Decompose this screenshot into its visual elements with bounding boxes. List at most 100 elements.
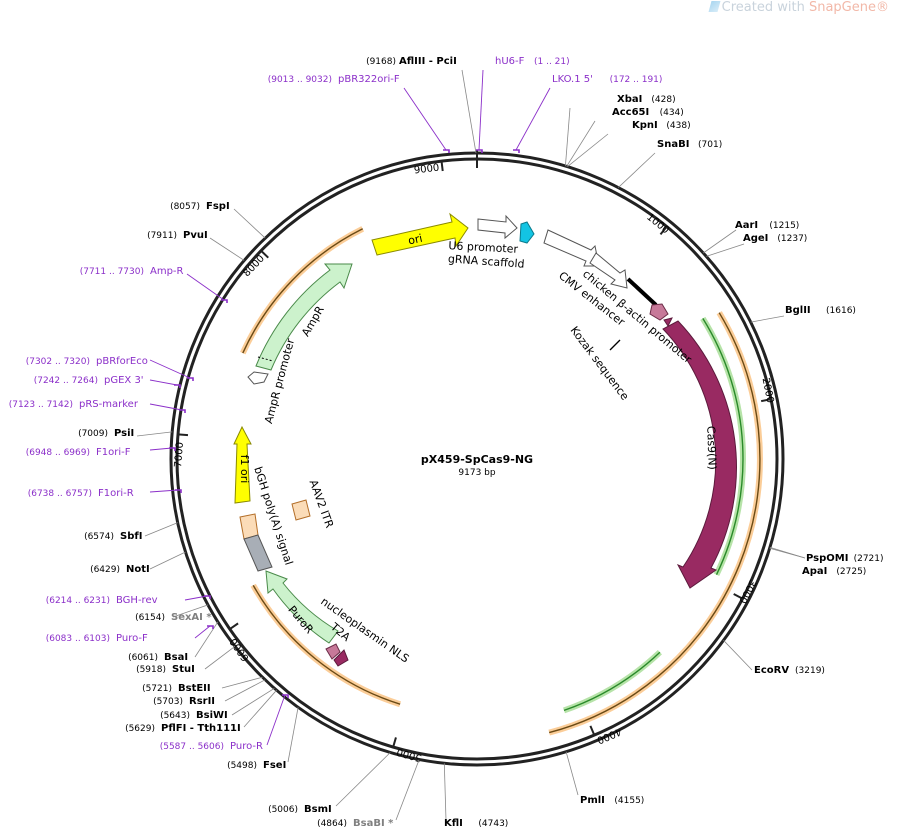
site-snabi[interactable]: SnaBI(701): [618, 139, 722, 188]
primer-name: hU6-F: [495, 56, 525, 67]
primer-marker: [204, 595, 211, 599]
primer-f1ori-f[interactable]: F1ori-F(6948 .. 6969): [26, 447, 176, 458]
site-leader-line: [243, 689, 277, 728]
watermark-brand: SnapGene: [808, 0, 876, 15]
primer-range: (6083 .. 6103): [46, 634, 110, 644]
site-pmli[interactable]: PmlI(4155): [565, 751, 644, 806]
primer-marker: [513, 149, 520, 153]
cas9-orf-arc: [549, 312, 761, 734]
site-leader-line: [706, 243, 745, 257]
primer-leader-line: [149, 379, 178, 386]
site-position: (2721): [854, 554, 884, 564]
site-aari[interactable]: AarI(1215): [703, 220, 799, 254]
site-position: (6061): [128, 653, 158, 663]
site-sbfi[interactable]: SbfI(6574): [84, 522, 178, 542]
ampr-promoter-dashes: [257, 356, 274, 362]
primer-puro-r[interactable]: Puro-R(5587 .. 5606): [160, 694, 289, 752]
site-stui[interactable]: StuI(5918): [136, 645, 236, 675]
site-bsteii[interactable]: BstEII(5721): [142, 676, 263, 694]
site-fsei[interactable]: FseI(5498): [227, 707, 299, 771]
primer-leader-line: [149, 403, 183, 411]
site-pspomi[interactable]: PspOMI(2721): [769, 547, 884, 564]
t2a-feature: [325, 643, 341, 660]
site-agei[interactable]: AgeI(1237): [706, 233, 807, 257]
site-position: (9168): [366, 57, 396, 67]
site-position: (5498): [227, 761, 257, 771]
amp-orf-arc: [242, 228, 364, 354]
tick-label-7000: 7000: [173, 442, 186, 468]
nls-feature-bottom: [333, 649, 349, 667]
site-position: (5629): [125, 724, 155, 734]
site-position: (434): [660, 108, 684, 118]
primer-puro-f[interactable]: Puro-F(6083 .. 6103): [46, 625, 214, 644]
primer-name: LKO.1 5': [552, 74, 593, 85]
primer-amp-r[interactable]: Amp-R(7711 .. 7730): [80, 266, 228, 303]
site-layer: (9168)AflIII - PciIXbaI(428)Acc65I(434)K…: [9, 56, 884, 829]
site-kfli[interactable]: KflI(4743): [443, 763, 508, 829]
primer-prs-marker[interactable]: pRS-marker(7123 .. 7142): [9, 399, 186, 413]
site-position: (5643): [160, 711, 190, 721]
site-position: (6429): [90, 565, 120, 575]
primer-marker: [282, 694, 289, 698]
primer-pbrforeco[interactable]: pBRforEco(7302 .. 7320): [26, 356, 194, 381]
primer-marker: [221, 299, 228, 303]
site-name: PvuI: [183, 230, 208, 241]
site-fspi[interactable]: FspI(8057): [170, 201, 266, 239]
site-leader-line: [287, 707, 299, 763]
site-leader-line: [144, 522, 178, 537]
watermark-prefix: Created with: [721, 0, 809, 15]
site-name: SexAI *: [171, 612, 212, 623]
site-leader-line: [461, 69, 477, 154]
site-noti[interactable]: NotI(6429): [90, 551, 186, 575]
primer-range: (6214 .. 6231): [46, 596, 110, 606]
site-psii[interactable]: PsiI(7009): [78, 428, 173, 439]
site-leader-line: [221, 676, 263, 689]
site-leader-line: [750, 315, 785, 323]
orf-layer: [240, 226, 763, 736]
tick-label-3000: 3000: [736, 577, 758, 605]
site-acc65i[interactable]: Acc65I(434): [566, 107, 684, 167]
tick-mark-9000: [440, 160, 444, 172]
site-name: BsaI: [164, 652, 188, 663]
site-pflfi-tth111i[interactable]: PflFI - Tth111I(5629): [125, 689, 277, 734]
site-leader-line: [723, 640, 753, 671]
site-name: BsmI: [304, 804, 332, 815]
site-name: KpnI: [632, 120, 658, 131]
site-ecorv[interactable]: EcoRV(3219): [723, 640, 825, 676]
primer-pgex-3-[interactable]: pGEX 3'(7242 .. 7264): [34, 375, 181, 388]
f1-ori-feature: [233, 425, 252, 504]
primer-bgh-rev[interactable]: BGH-rev(6214 .. 6231): [46, 595, 211, 606]
site-xbai[interactable]: XbaI(428): [565, 94, 676, 167]
site-sexai[interactable]: SexAI *(6154): [135, 604, 212, 623]
site-kpni[interactable]: KpnI (438): [567, 120, 691, 168]
site-rsrii[interactable]: RsrII(5703): [153, 679, 266, 707]
primer-pbr322ori-f[interactable]: pBR322ori-F(9013 .. 9032): [268, 74, 450, 153]
site-position: (438): [666, 121, 690, 131]
primer-name: pBRforEco: [96, 356, 148, 367]
site-bsai[interactable]: BsaI (6061): [128, 621, 219, 663]
site-name: SbfI: [120, 531, 142, 542]
primer-lko-1-5-[interactable]: LKO.1 5'(172 .. 191): [513, 74, 662, 153]
site-pvui[interactable]: PvuI(7911): [147, 230, 245, 261]
site-bsiwi[interactable]: BsiWI(5643): [160, 687, 275, 721]
primer-hu6-f[interactable]: hU6-F(1 .. 21): [476, 56, 570, 153]
site-afliii-pcii[interactable]: (9168)AflIII - PciI: [366, 56, 477, 154]
primer-marker: [179, 409, 186, 413]
site-bglii[interactable]: BglII(1616): [750, 305, 856, 323]
site-bsmi[interactable]: BsmI(5006): [268, 752, 391, 816]
u6-promoter-feature: [477, 214, 518, 240]
kozak-sequence-label: Kozak sequence: [568, 324, 632, 403]
plasmid-name: pX459-SpCas9-NG: [421, 453, 533, 466]
site-position: (428): [651, 95, 675, 105]
site-leader-line: [194, 621, 219, 658]
primer-leader-line: [403, 87, 447, 151]
site-apai[interactable]: ApaI(2725): [769, 547, 867, 577]
ampr-promoter-feature: [247, 371, 269, 385]
primer-marker: [169, 447, 176, 451]
green-orf-arc-2: [563, 651, 661, 712]
primer-marker: [476, 149, 483, 153]
primer-range: (7123 .. 7142): [9, 400, 73, 410]
primer-f1ori-r[interactable]: F1ori-R(6738 .. 6757): [28, 488, 182, 499]
site-bsabi[interactable]: BsaBI *(4864): [317, 759, 420, 830]
site-name: EcoRV: [754, 665, 789, 676]
